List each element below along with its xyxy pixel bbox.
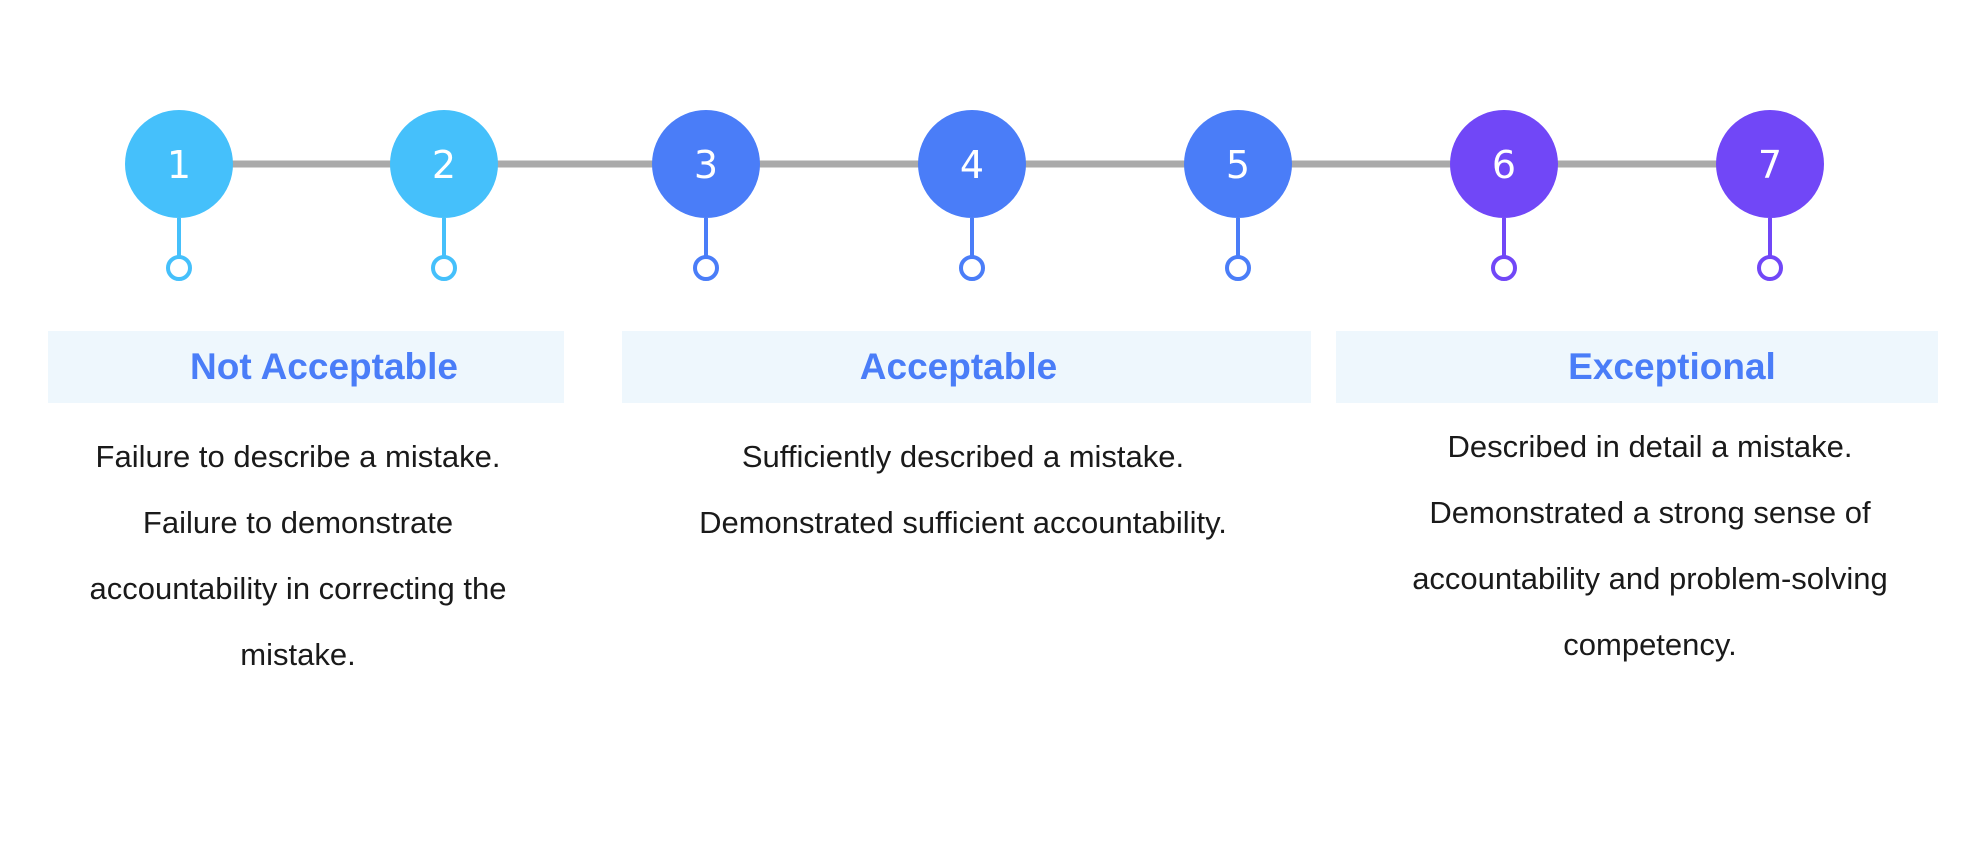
description-line: mistake. <box>240 637 356 672</box>
description-line: competency. <box>1563 627 1737 662</box>
step-4-circle <box>918 110 1026 218</box>
step-6-marker <box>1491 255 1517 281</box>
step-6-circle <box>1450 110 1558 218</box>
step-4-marker <box>959 255 985 281</box>
description-line: Sufficiently described a mistake. <box>741 439 1185 474</box>
rating-scale-diagram: 1 2 3 4 5 6 7 <box>125 110 1824 281</box>
category-title-exceptional: Exceptional <box>1568 346 1776 387</box>
description-line: accountability and problem-solving <box>1412 561 1888 596</box>
scale-steps: 1 2 3 4 5 6 7 <box>125 110 1824 281</box>
step-2-marker <box>431 255 457 281</box>
step-4-number: 4 <box>960 143 984 187</box>
category-band-exceptional <box>1336 331 1938 403</box>
step-1-number: 1 <box>167 143 191 187</box>
category-title-not-acceptable: Not Acceptable <box>190 346 458 387</box>
step-7-number: 7 <box>1758 143 1782 187</box>
step-5-number: 5 <box>1226 143 1250 187</box>
category-title-acceptable: Acceptable <box>859 346 1058 387</box>
step-2-circle <box>390 110 498 218</box>
description-line: Failure to demonstrate <box>142 505 454 540</box>
step-6-number: 6 <box>1492 143 1516 187</box>
step-5-circle <box>1184 110 1292 218</box>
step-7-circle <box>1716 110 1824 218</box>
description-line: Demonstrated a strong sense of <box>1429 495 1871 530</box>
step-1-circle <box>125 110 233 218</box>
category-band-not-acceptable <box>48 331 564 403</box>
category-description-exceptional: Described in detail a mistake. Demonstra… <box>1356 414 1944 678</box>
category-description-not-acceptable: Failure to describe a mistake. Failure t… <box>38 424 558 688</box>
step-2-number: 2 <box>432 143 456 187</box>
description-line: Demonstrated sufficient accountability. <box>699 505 1227 540</box>
description-line: Failure to describe a mistake. <box>95 439 501 474</box>
step-3-circle <box>652 110 760 218</box>
description-line: Described in detail a mistake. <box>1447 429 1853 464</box>
step-7-marker <box>1757 255 1783 281</box>
step-3-number: 3 <box>694 143 718 187</box>
step-5-marker <box>1225 255 1251 281</box>
step-3-marker <box>693 255 719 281</box>
category-description-acceptable: Sufficiently described a mistake. Demons… <box>622 424 1304 556</box>
category-band-acceptable <box>622 331 1311 403</box>
description-line: accountability in correcting the <box>89 571 507 606</box>
step-1-marker <box>166 255 192 281</box>
